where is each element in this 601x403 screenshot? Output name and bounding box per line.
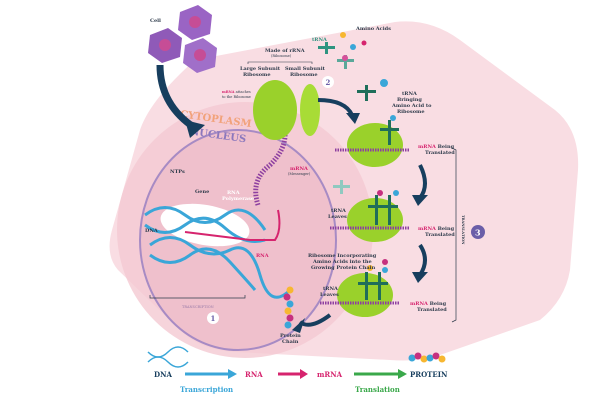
svg-text:Translated: Translated — [425, 232, 455, 238]
protein-chain-icon — [283, 286, 294, 329]
amino-acid-yellow — [340, 32, 346, 38]
mrna-strand — [253, 134, 288, 206]
rrna-bracket — [247, 61, 313, 64]
rna-polymerase-label-2: Polymerase — [222, 196, 254, 202]
protein-chain-label-2: Chain — [282, 339, 299, 345]
trna-bringing-label-3: Amino Acid to — [391, 103, 432, 109]
trna-bringing-label-4: Ribosome — [397, 109, 425, 115]
flow-protein: PROTEIN — [410, 370, 448, 379]
svg-text:Leaves: Leaves — [320, 292, 339, 298]
svg-text:mRNA Being: mRNA Being — [410, 301, 447, 307]
made-of-rrna-label: Made of rRNA — [265, 48, 305, 54]
step-3-number: 3 — [475, 228, 481, 238]
flow-rna: RNA — [245, 370, 263, 379]
step-2-number: 2 — [326, 78, 331, 87]
cell-label: Cell — [150, 18, 161, 24]
svg-text:tRNA: tRNA — [323, 286, 338, 292]
ntps-label: NTPs — [170, 169, 185, 175]
svg-text:Growing Protein Chain: Growing Protein Chain — [311, 265, 376, 271]
small-subunit-ribosome — [300, 84, 320, 136]
cells-icon — [148, 5, 217, 73]
svg-text:mRNA Being: mRNA Being — [418, 144, 455, 150]
amino-acid-pink — [342, 55, 348, 61]
rna-polymerase-label-1: RNA — [227, 190, 240, 196]
translation-bracket-label: TRANSLATION — [461, 215, 465, 245]
protein-icon — [408, 352, 446, 363]
trna-label: tRNA — [312, 37, 327, 43]
svg-text:Leaves: Leaves — [328, 214, 347, 220]
step-1-badge — [207, 312, 219, 324]
flow-dna: DNA — [154, 370, 172, 379]
step-2-badge — [322, 76, 334, 88]
transcription-bracket-label: TRANSCRIPTION — [182, 305, 214, 309]
mrna-attaches-label: mRNA attaches — [222, 90, 251, 94]
mrna-messenger-label: mRNA — [290, 166, 308, 172]
svg-text:Amino Acids into the: Amino Acids into the — [312, 259, 372, 265]
dna-icon — [147, 346, 189, 368]
step-1-number: 1 — [211, 314, 216, 323]
flow-transcription: Transcription — [180, 385, 233, 394]
amino-acid-magenta — [361, 40, 367, 46]
protein-chain-label-1: Protein — [280, 333, 301, 339]
small-subunit-label-1: Small Subunit — [285, 66, 326, 72]
gene-label: Gene — [195, 189, 209, 195]
translation-step-2: tRNA Leaves mRNA Being Translated — [328, 180, 455, 242]
svg-text:tRNA: tRNA — [331, 208, 346, 214]
amino-acid-blue — [350, 44, 356, 50]
translation-step-1: mRNA Being Translated — [335, 115, 455, 167]
arrow-to-translation-icon — [317, 98, 354, 116]
large-subunit-label-2: Ribosome — [243, 72, 271, 78]
mrna-attaches-label-2: to the Ribosome — [222, 95, 251, 99]
flow-translation: Translation — [355, 385, 400, 394]
ribosome-sub-label: (Ribosome) — [271, 54, 292, 58]
amino-acids-label: Amino Acids — [355, 26, 391, 32]
translation-step-3: Ribosome Incorporating Amino Acids into … — [308, 253, 447, 317]
large-subunit-ribosome — [253, 80, 297, 140]
dna-label: DNA — [145, 228, 158, 234]
flow-mrna: mRNA — [317, 370, 343, 379]
amino-acid-blue-2 — [380, 79, 388, 87]
large-subunit-label-1: Large Subunit — [240, 66, 281, 72]
trna-bringing-label-2: Bringing — [397, 97, 422, 103]
svg-text:Translated: Translated — [417, 307, 447, 313]
small-subunit-label-2: Ribosome — [290, 72, 318, 78]
translation-bracket — [451, 147, 457, 323]
rna-label: RNA — [256, 253, 269, 259]
svg-text:Ribosome Incorporating: Ribosome Incorporating — [308, 253, 377, 259]
mrna-messenger-sub: (Messenger) — [288, 172, 311, 176]
step-3-badge — [471, 225, 485, 239]
svg-text:Translated: Translated — [425, 150, 455, 156]
svg-text:mRNA Being: mRNA Being — [418, 226, 455, 232]
transcription-bracket — [149, 295, 246, 299]
trna-bringing-label-1: tRNA — [402, 91, 417, 97]
rna-strand — [184, 209, 281, 241]
